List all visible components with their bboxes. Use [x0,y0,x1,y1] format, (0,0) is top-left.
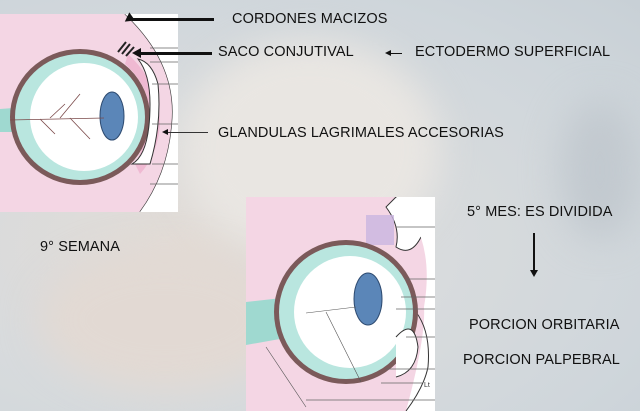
arrowhead-ectodermo-icon [385,50,391,56]
arrowhead-glandulas-icon [162,129,168,135]
arrow-saco [140,52,212,55]
arrowhead-down-icon [530,270,538,277]
arrowhead-saco-icon [132,48,141,58]
label-porcion-palpebral: PORCION PALPEBRAL [463,352,620,368]
svg-text:Lt: Lt [424,382,430,389]
arrow-ectodermo [390,53,402,54]
label-saco-conjutival: SACO CONJUTIVAL [218,44,354,60]
label-9-semana: 9° SEMANA [40,239,121,255]
arrow-down-line [533,233,535,271]
label-glandulas-lagrimales: GLANDULAS LAGRIMALES ACCESORIAS [218,125,504,141]
eye-diagram-5th-month: Lt [246,197,435,411]
arrow-glandulas [168,132,208,133]
label-ectodermo-superficial: ECTODERMO SUPERFICIAL [415,44,611,60]
label-5-mes: 5° MES: ES DIVIDIDA [467,204,613,220]
label-cordones-macizos: CORDONES MACIZOS [232,11,388,27]
label-porcion-orbitaria: PORCION ORBITARIA [469,317,620,333]
eye-embryo-illustration [0,14,178,212]
eye-embryo-illustration-2: Lt [246,197,435,411]
eye-diagram-9th-week [0,14,178,212]
background-blur [560,100,640,240]
arrow-cordones [132,18,214,21]
